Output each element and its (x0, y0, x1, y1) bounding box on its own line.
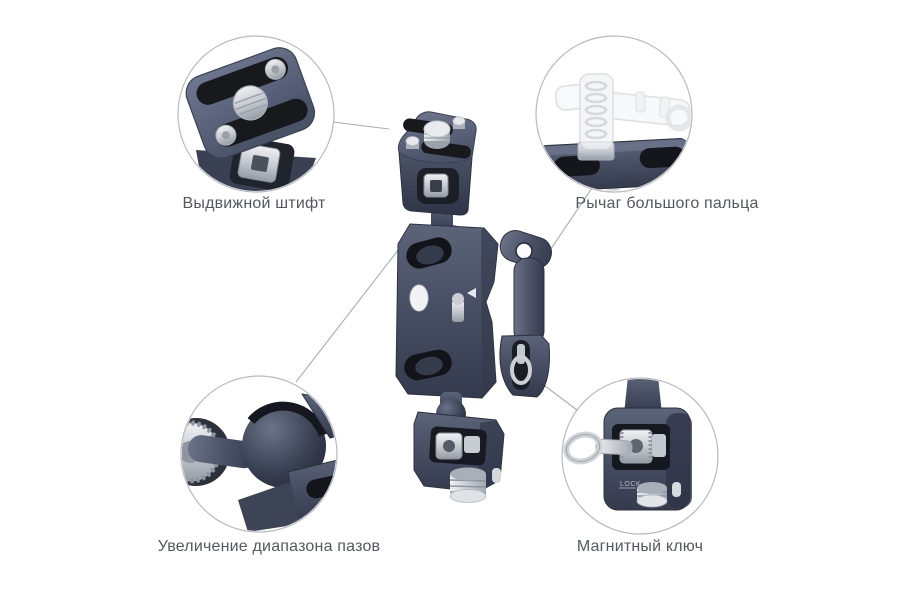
callout-slot-range (182, 393, 336, 531)
ball-stem (188, 435, 258, 469)
clamp-top-bar (537, 138, 691, 191)
arrow-marking (467, 288, 476, 298)
jaw-foot (238, 482, 300, 531)
jaw-slot-cutout (306, 474, 336, 499)
rubber-band (247, 401, 328, 437)
hex-key-loop (510, 355, 532, 385)
quarter-inch-screw (423, 120, 451, 149)
locking-lever (499, 230, 552, 398)
ball-joint-zoom (242, 404, 326, 488)
callout-thumb-lever (537, 73, 691, 191)
top-mount-head (397, 111, 477, 236)
callout-label-thumb-lever: Рычаг большого пальца (575, 195, 759, 212)
lever-slot (512, 340, 530, 390)
leader-line-retractable-pin (332, 121, 390, 130)
bottom-mount (413, 392, 505, 503)
bottom-screw-zoom (636, 482, 681, 508)
clamp-body (395, 223, 499, 399)
lever-hole (515, 242, 533, 260)
mount-plate-top (185, 47, 316, 159)
spring-coil (584, 80, 608, 140)
rubber-pad-strip (215, 98, 308, 147)
callout-retractable-pin (185, 47, 316, 191)
translucent-thumb-lever (555, 73, 691, 151)
callout-magnetic-key: LOCK (563, 379, 692, 511)
bottom-pin (492, 468, 501, 483)
center-screw (452, 300, 464, 322)
latch-socket (430, 180, 442, 192)
leader-line-slot-range (295, 244, 403, 383)
callout-label-slot-range: Увеличение диапазона пазов (157, 538, 381, 555)
callout-label-retractable-pin: Выдвижной штифт (182, 195, 326, 212)
retractable-pins (405, 116, 466, 149)
bar-slot (554, 155, 600, 177)
magnet-button (409, 284, 429, 312)
product-magic-arm (395, 111, 552, 503)
clamp-stem (624, 379, 662, 414)
bottom-screw (449, 467, 501, 503)
lock-engraving: LOCK (620, 481, 641, 488)
hex-key-shaft (595, 438, 633, 456)
callout-label-magnetic-key: Магнитный ключ (576, 538, 704, 555)
lever-loop (665, 104, 691, 132)
